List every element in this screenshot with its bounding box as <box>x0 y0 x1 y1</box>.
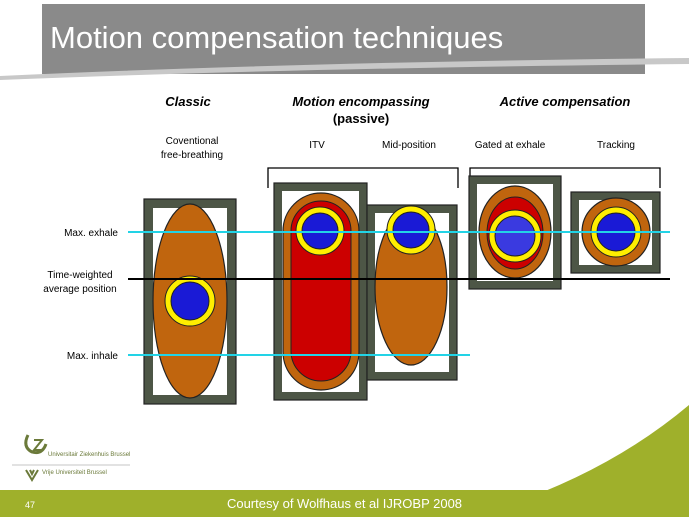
logo-uz-brussel <box>24 434 48 455</box>
logo-text-vub: Vrije Universiteit Brussel <box>42 470 107 476</box>
bracket-encompassing <box>267 167 459 188</box>
footer-bar <box>0 490 689 517</box>
footer-swoosh <box>470 405 689 517</box>
label-time-weighted-line2: average position <box>43 284 116 295</box>
category-encompassing-line1: Motion encompassing <box>292 94 429 109</box>
technique-mid-position: Mid-position <box>382 140 436 151</box>
technique-itv: ITV <box>309 140 325 151</box>
label-max-inhale: Max. inhale <box>67 351 119 362</box>
diagram-mid-position <box>366 204 458 381</box>
technique-tracking: Tracking <box>597 140 635 151</box>
category-active: Active compensation <box>499 94 631 109</box>
category-encompassing-line2: (passive) <box>333 111 389 126</box>
diagram-itv <box>273 182 368 401</box>
footer-credit: Courtesy of Wolfhaus et al IJROBP 2008 <box>226 496 463 511</box>
tumor-conventional <box>170 281 210 321</box>
slide-title: Motion compensation techniques <box>50 20 504 55</box>
slide-number: 47 <box>25 500 36 510</box>
tumor-mid-position <box>392 211 430 249</box>
technique-gated: Gated at exhale <box>475 140 546 151</box>
logo-vub <box>25 469 39 482</box>
tumor-gated <box>494 215 536 257</box>
uz-logo-icon <box>24 434 48 455</box>
technique-conventional-line1: Coventional <box>166 136 219 147</box>
label-max-exhale: Max. exhale <box>64 228 118 239</box>
category-classic: Classic <box>165 94 211 109</box>
vub-logo-icon <box>25 469 39 482</box>
title-swoosh <box>0 58 689 80</box>
label-time-weighted-line1: Time-weighted <box>47 270 112 281</box>
technique-conventional-line2: free-breathing <box>161 150 223 161</box>
logo-text-uz-brussel: Universitair Ziekenhuis Brussel <box>48 452 131 458</box>
diagram-conventional <box>143 198 237 405</box>
